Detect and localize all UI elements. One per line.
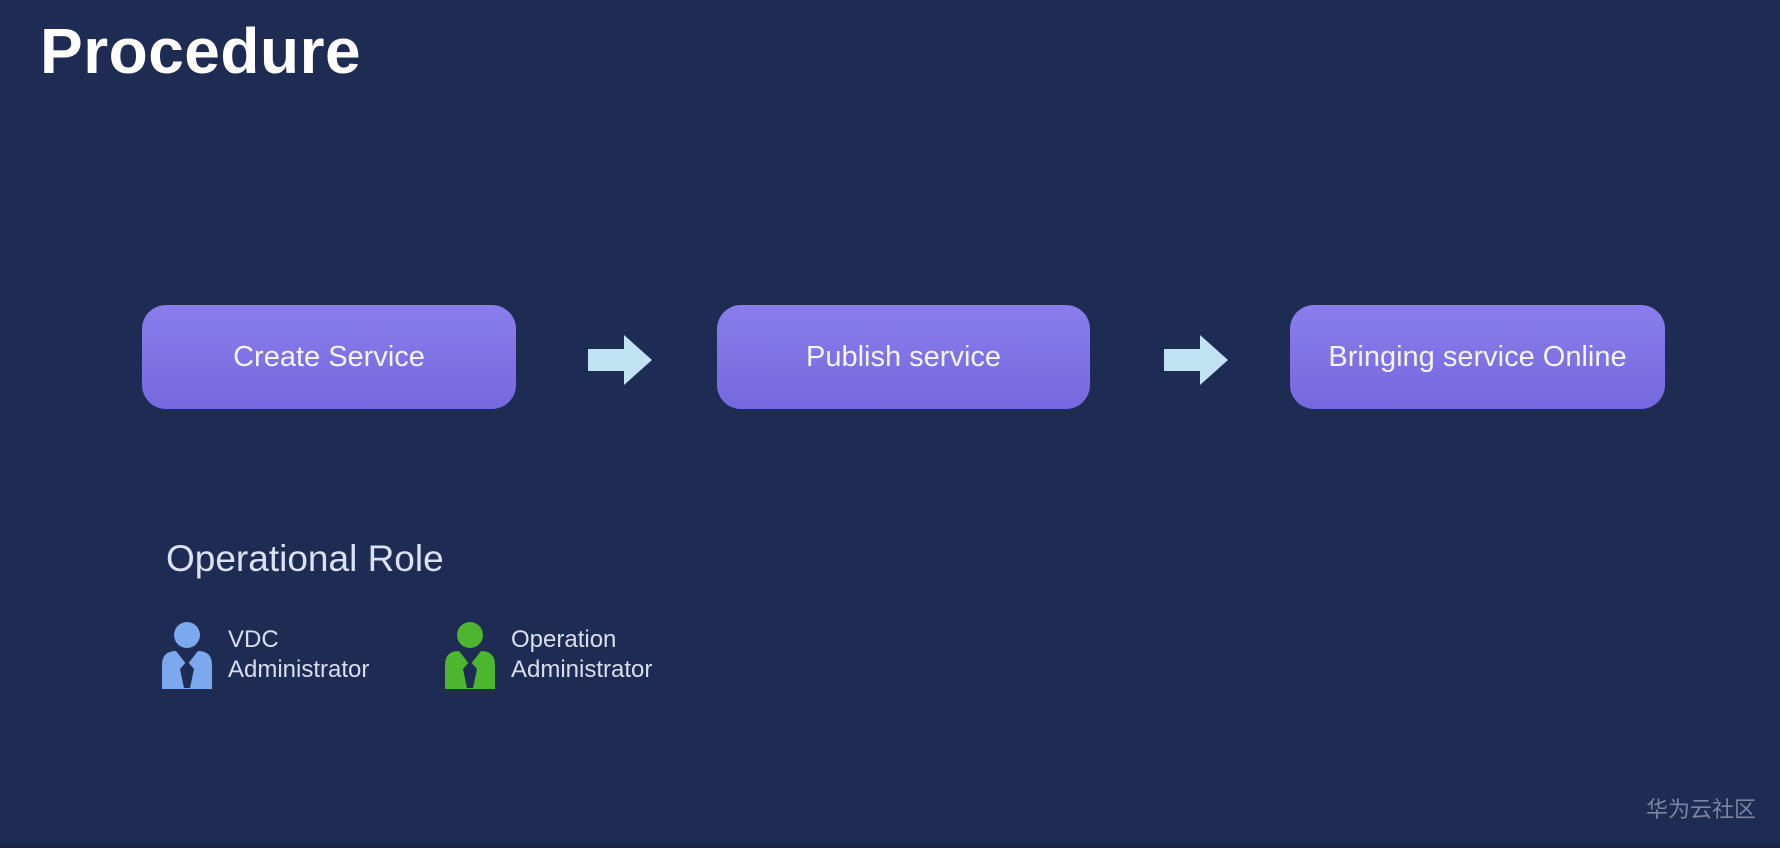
footer-strip — [0, 838, 1780, 848]
flow-step-publish-service: Publish service — [717, 305, 1090, 409]
watermark-huawei-cloud-community: 华为云社区 — [1645, 797, 1756, 822]
flow-step-label: Create Service — [233, 340, 425, 373]
role-label: Operation Administrator — [511, 625, 652, 685]
role-label-line1: Operation — [511, 626, 617, 653]
role-vdc-administrator: VDC Administrator — [160, 620, 369, 690]
role-operation-administrator: Operation Administrator — [443, 620, 652, 690]
page-title: Procedure — [40, 15, 362, 87]
right-arrow-icon — [1164, 335, 1228, 385]
operational-role-heading: Operational Role — [166, 538, 444, 579]
role-label-line2: Administrator — [511, 656, 653, 683]
right-arrow-icon — [588, 335, 652, 385]
flow-step-label: Bringing service Online — [1328, 340, 1627, 373]
role-label: VDC Administrator — [228, 625, 369, 685]
person-icon-blue — [160, 620, 214, 690]
person-icon-green — [443, 620, 497, 690]
flow-step-create-service: Create Service — [142, 305, 516, 409]
flow-step-bringing-service-online: Bringing service Online — [1290, 305, 1665, 409]
role-label-line1: VDC — [228, 626, 279, 653]
flow-step-label: Publish service — [805, 340, 1002, 373]
role-label-line2: Administrator — [228, 656, 370, 683]
